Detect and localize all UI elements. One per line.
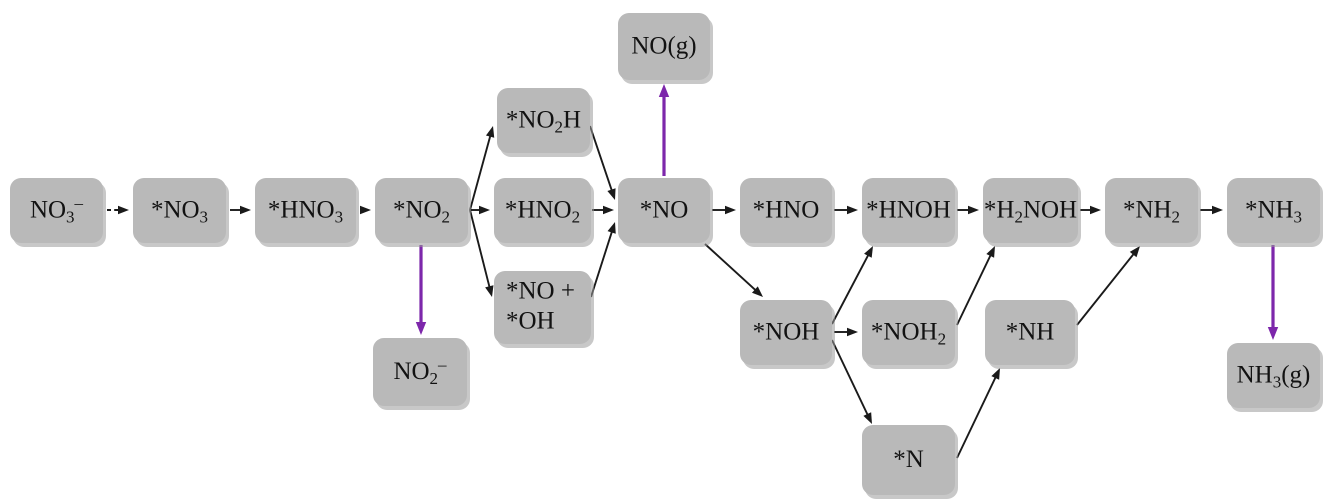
node-label: NO3– xyxy=(30,193,84,226)
edge-s_no-to-no_g xyxy=(658,84,670,176)
node-label: NO2– xyxy=(393,355,447,388)
node-s_noh[interactable]: *NOH xyxy=(740,300,835,369)
edge-s_nh3-to-nh3_g xyxy=(1267,245,1279,340)
edge-s_noh2-to-s_h2noh xyxy=(956,246,995,326)
node-label: *NOH2 xyxy=(871,318,946,348)
node-label-line2: *OH xyxy=(506,308,555,335)
node-label: *NO3 xyxy=(151,196,208,226)
edge-s_noh-to-s_n xyxy=(831,339,872,424)
edge-s_h2noh-to-s_nh2 xyxy=(1080,205,1101,215)
node-s_hno2[interactable]: *HNO2 xyxy=(494,178,594,247)
edge-s_no2h-to-s_no xyxy=(589,125,616,200)
edge-s_no2-to-s_hno2 xyxy=(470,205,490,215)
node-label: *NO2 xyxy=(393,196,450,226)
edge-s_no2-to-s_no_oh xyxy=(469,209,494,297)
edge-s_n-to-s_nh xyxy=(956,368,1000,459)
edge-s_no_oh-to-s_no xyxy=(590,222,616,298)
edges-layer xyxy=(107,84,1279,459)
edge-s_hnoh-to-s_h2noh xyxy=(957,205,979,215)
node-s_no_oh[interactable]: *NO + *OH xyxy=(494,271,594,348)
edge-s_no-to-s_hno xyxy=(712,205,736,215)
node-s_nh[interactable]: *NH xyxy=(985,300,1078,369)
edge-s_no2-to-no2_ion xyxy=(415,245,427,335)
node-label: NO(g) xyxy=(631,32,696,59)
edge-s_hno2-to-s_no xyxy=(592,205,614,215)
edge-s_no-to-s_noh xyxy=(704,243,763,297)
node-s_nh3[interactable]: *NH3 xyxy=(1227,178,1323,247)
node-s_h2noh[interactable]: *H2NOH xyxy=(983,178,1081,247)
edge-no3_ion-to-s_no3 xyxy=(107,205,129,215)
node-s_no2[interactable]: *NO2 xyxy=(375,178,471,247)
node-s_hnoh[interactable]: *HNOH xyxy=(862,178,958,247)
node-s_no3[interactable]: *NO3 xyxy=(133,178,229,247)
node-s_n[interactable]: *N xyxy=(862,425,958,499)
edge-s_nh-to-s_nh2 xyxy=(1076,246,1140,326)
node-label: *HNO2 xyxy=(505,196,580,226)
node-label: *HNOH xyxy=(866,196,951,223)
edge-s_nh2-to-s_nh3 xyxy=(1200,205,1223,215)
node-label: *NO2H xyxy=(506,106,581,136)
node-label: *NH3 xyxy=(1245,196,1302,226)
nodes-layer: NO3– *NO3 *HNO3 *NO2 *NO2H *HNO2 *NO + *OH NO(g)… xyxy=(10,13,1323,499)
node-label: *NH xyxy=(1006,318,1055,345)
node-label: *H2NOH xyxy=(984,196,1077,226)
node-s_noh2[interactable]: *NOH2 xyxy=(862,300,958,369)
edge-s_no3-to-s_hno3 xyxy=(230,205,251,215)
node-s_no2h[interactable]: *NO2H xyxy=(497,88,593,157)
node-label: *N xyxy=(893,446,924,473)
node-label: *NH2 xyxy=(1123,196,1180,226)
edge-s_no2-to-s_no2h xyxy=(469,126,495,211)
node-label: *HNO3 xyxy=(268,196,343,226)
node-label-line1: *NO + xyxy=(506,278,575,305)
edge-s_noh-to-s_noh2 xyxy=(834,327,858,337)
edge-s_hno-to-s_hnoh xyxy=(834,205,858,215)
node-s_nh2[interactable]: *NH2 xyxy=(1105,178,1201,247)
node-s_no[interactable]: *NO xyxy=(618,178,713,247)
node-no3_ion[interactable]: NO3– xyxy=(10,178,106,247)
edge-s_hno3-to-s_no2 xyxy=(360,205,371,215)
node-no_g[interactable]: NO(g) xyxy=(618,13,713,84)
node-nh3_g[interactable]: NH3(g) xyxy=(1227,343,1323,412)
node-label: *HNO xyxy=(753,196,820,223)
node-s_hno[interactable]: *HNO xyxy=(740,178,835,247)
node-label: *NO xyxy=(640,196,689,223)
node-label: NH3(g) xyxy=(1237,361,1311,391)
node-label: *NOH xyxy=(753,318,820,345)
node-s_hno3[interactable]: *HNO3 xyxy=(255,178,359,247)
edge-s_noh-to-s_hnoh xyxy=(831,246,873,325)
node-no2_ion[interactable]: NO2– xyxy=(373,338,470,410)
